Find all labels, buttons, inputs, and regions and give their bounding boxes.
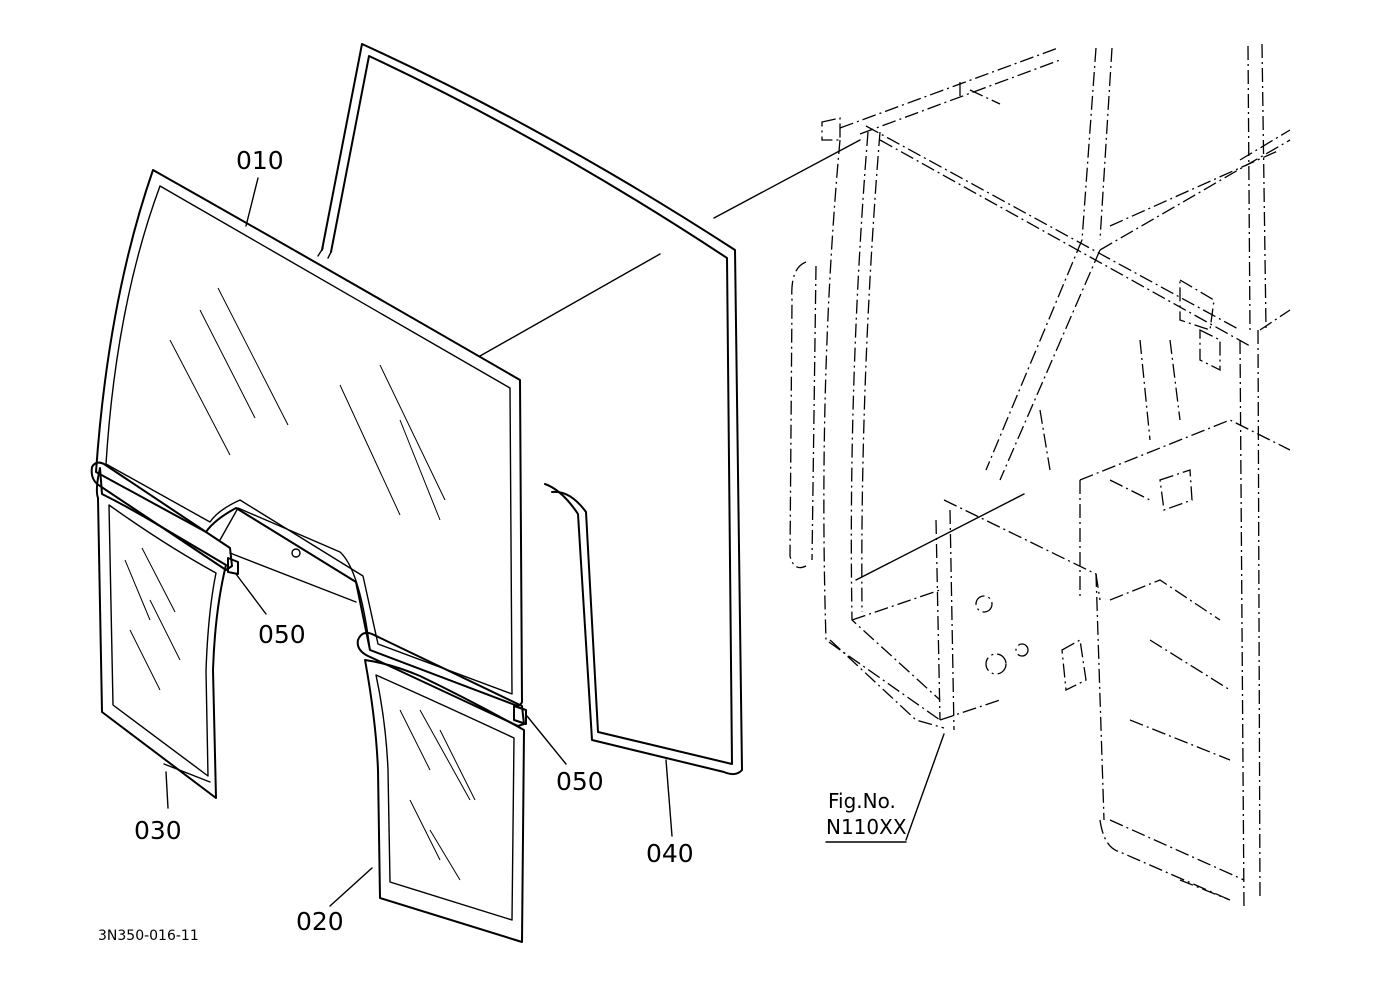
figure-reference-label: Fig.No. (828, 789, 896, 813)
leader-lines (163, 139, 1025, 907)
clip-050-upper (227, 557, 239, 575)
callout-010: 010 (236, 146, 284, 175)
callout-040: 040 (646, 839, 694, 868)
callout-050-lower: 050 (556, 767, 604, 796)
clip-050-lower (513, 705, 527, 725)
callout-020: 020 (296, 907, 344, 936)
glass-010 (95, 169, 523, 707)
callout-030: 030 (134, 816, 182, 845)
drawing-code: 3N350-016-11 (98, 928, 199, 944)
glass-020 (356, 631, 525, 943)
glass-030 (90, 461, 233, 799)
seal-040 (317, 43, 743, 776)
cab-frame (789, 43, 1291, 911)
callout-050-upper: 050 (258, 620, 306, 649)
callout-labels: 010 050 050 030 040 020 Fig.No. N110XX 3… (98, 146, 907, 944)
figure-reference-number: N110XX (826, 815, 907, 839)
